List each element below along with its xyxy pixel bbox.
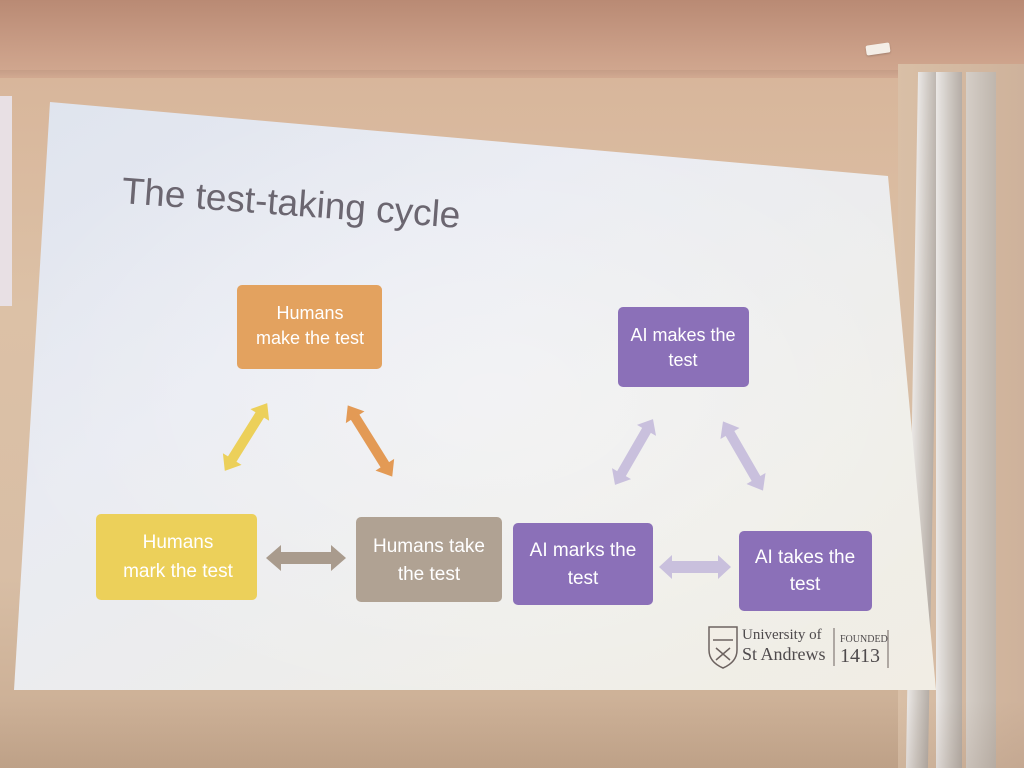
ai-marks-line2: test [568, 568, 599, 589]
double-arrow-icon [659, 555, 731, 579]
crest-icon [708, 626, 738, 669]
double-arrow-icon [611, 419, 657, 485]
founded-year: 1413 [840, 645, 880, 667]
ai-makes-line2: test [668, 350, 697, 370]
ceiling-edge [0, 70, 1024, 78]
ceiling [0, 0, 1024, 78]
lower-wall-shadow [0, 700, 1024, 768]
humans-mark-line2: mark the test [123, 561, 234, 582]
humans-make-line2: make the test [256, 328, 364, 348]
university-logo: University of St Andrews FOUNDED 1413 [708, 626, 889, 669]
ai-takes-line2: test [790, 574, 821, 595]
founded-label: FOUNDED [840, 634, 888, 645]
logo-line1: University of [742, 627, 822, 643]
humans-take-line1: Humans take [373, 536, 485, 557]
double-arrow-icon [222, 403, 270, 471]
double-arrow-icon [345, 405, 395, 477]
adjacent-screen-edge [0, 96, 12, 306]
humans-take-line2: the test [398, 564, 461, 585]
double-arrow-icon [720, 421, 766, 491]
humans-mark-box: Humans mark the test [96, 514, 257, 600]
humans-make-box: Humans make the test [237, 285, 382, 369]
ai-marks-line1: AI marks the [530, 540, 637, 561]
screen-rail [966, 72, 996, 768]
humans-make-line1: Humans [276, 303, 343, 323]
logo-line2: St Andrews [742, 644, 826, 664]
humans-mark-line1: Humans [143, 532, 214, 553]
ai-takes-line1: AI takes the [755, 547, 855, 568]
double-arrow-icon [266, 545, 346, 571]
ai-makes-box: AI makes the test [618, 307, 749, 387]
humans-take-box: Humans take the test [356, 517, 502, 602]
screen-rail [936, 72, 962, 768]
ai-marks-box: AI marks the test [513, 523, 653, 605]
ai-makes-line1: AI makes the [630, 325, 735, 345]
ai-takes-box: AI takes the test [739, 531, 872, 611]
